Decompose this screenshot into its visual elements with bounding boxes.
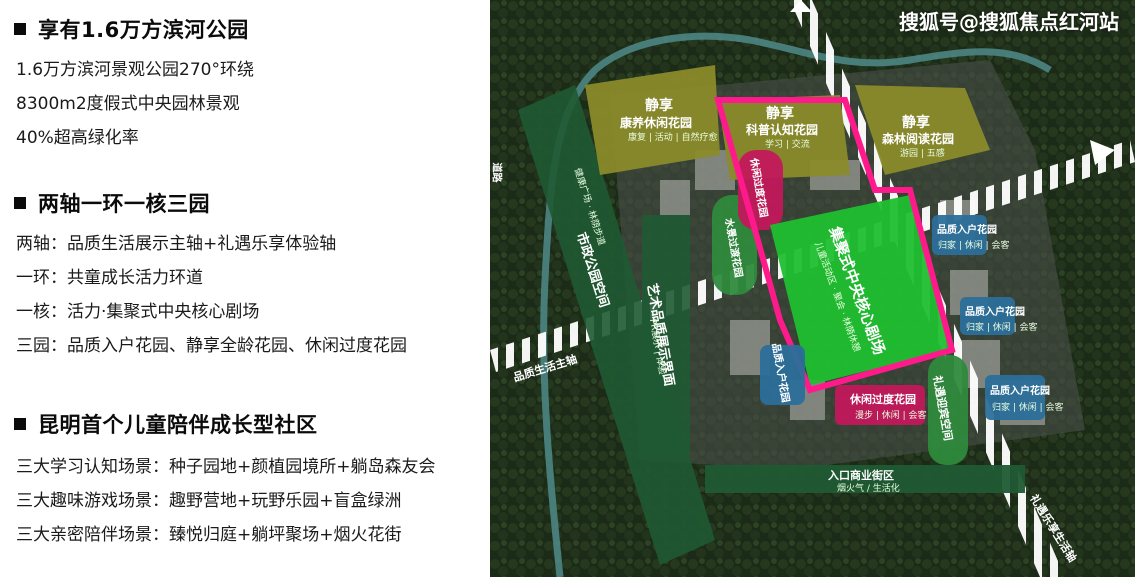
label-entry-garden-1: 品质入户花园 [937,225,997,236]
park-line-3: 40%超高绿化率 [16,128,139,148]
axes-line-4: 三园：品质入户花园、静享全龄花园、休闲过度花园 [16,336,407,356]
site-plan-map: 搜狐号@搜狐焦点红河站 静享 康养休闲花园 康复 | 活动 | 自然疗愈 静享 … [490,0,1135,577]
park-line-1: 1.6万方滨河景观公园270°环绕 [16,60,254,80]
label-kepu-sub: 学习 | 交流 [765,140,810,150]
bullet-square-icon [14,418,26,430]
label-kepu-garden: 科普认知花园 [746,123,819,137]
zone-entry-garden-3 [760,345,805,405]
label-entry-sub-2: 归家 | 休闲 | 会客 [966,323,1038,333]
section-title-park: 享有1.6万方滨河公园 [14,14,249,44]
axis-arrow-icon [790,0,812,12]
zone-core-theater [770,195,950,385]
section-title-children: 昆明首个儿童陪伴成长型社区 [14,409,318,439]
zone-entry-garden-2 [960,297,1015,335]
bullet-square-icon [14,197,26,209]
axis-arrow-icon [1090,140,1115,165]
site-plan-drawing [490,0,1135,577]
label-entry-garden-2: 品质入户花园 [965,307,1025,318]
children-line-2: 三大趣味游戏场景：趣野营地+玩野乐园+盲盒绿洲 [16,491,402,511]
children-line-3: 三大亲密陪伴场景：臻悦归庭+躺坪聚场+烟火花街 [16,525,402,545]
label-road: 道路 [490,162,502,183]
park-line-2: 8300m2度假式中央园林景观 [16,94,240,114]
label-leisure-bottom-sub: 漫步 | 休闲 | 会客 [855,411,927,421]
section-title-text: 两轴一环一核三园 [38,192,210,216]
label-commercial-street: 入口商业街区 [828,469,894,482]
zone-entry-garden-1 [932,215,987,255]
bullet-square-icon [14,23,26,35]
section-title-axes: 两轴一环一核三园 [14,188,210,218]
label-kangyang-garden: 康养休闲花园 [620,116,693,130]
river [540,32,1052,577]
section-title-text: 昆明首个儿童陪伴成长型社区 [38,413,318,437]
label-entry-garden-4: 品质入户花园 [990,386,1050,397]
label-jingxiang-1: 静享 [645,98,673,114]
zone-entry-garden-4 [985,375,1045,420]
children-line-1: 三大学习认知场景：种子园地+颜植园境所+躺岛森友会 [16,457,436,477]
label-senlin-sub: 游园 | 五感 [900,149,945,159]
axes-line-1: 两轴：品质生活展示主轴+礼遇乐享体验轴 [16,234,337,254]
label-jingxiang-2: 静享 [766,106,794,122]
text-panel: 享有1.6万方滨河公园 1.6万方滨河景观公园270°环绕 8300m2度假式中… [0,0,490,577]
axes-line-3: 一核：活力·集聚式中央核心剧场 [16,302,260,322]
label-entry-sub-4: 归家 | 休闲 | 会客 [992,403,1064,413]
label-commercial-sub: 烟火气 / 生活化 [837,484,900,494]
label-kangyang-sub: 康复 | 活动 | 自然疗愈 [628,133,718,143]
label-leisure-bottom: 休闲过度花园 [850,393,916,406]
zone-senlin-garden [855,85,990,175]
label-entry-sub-1: 归家 | 休闲 | 会客 [938,241,1010,251]
axes-line-2: 一环：共童成长活力环道 [16,268,203,288]
label-jingxiang-3: 静享 [902,115,930,131]
zone-leisure-bottom [835,385,925,425]
zone-commercial-street [705,465,1025,493]
label-senlin-garden: 森林阅读花园 [882,132,955,146]
section-title-text: 享有1.6万方滨河公园 [38,18,249,42]
art-gallery-zone [642,215,690,455]
zone-liyu-welcome [928,355,968,465]
watermark: 搜狐号@搜狐焦点红河站 [899,10,1119,34]
activity-ring [714,97,956,394]
zone-kangyang-garden [585,65,720,175]
